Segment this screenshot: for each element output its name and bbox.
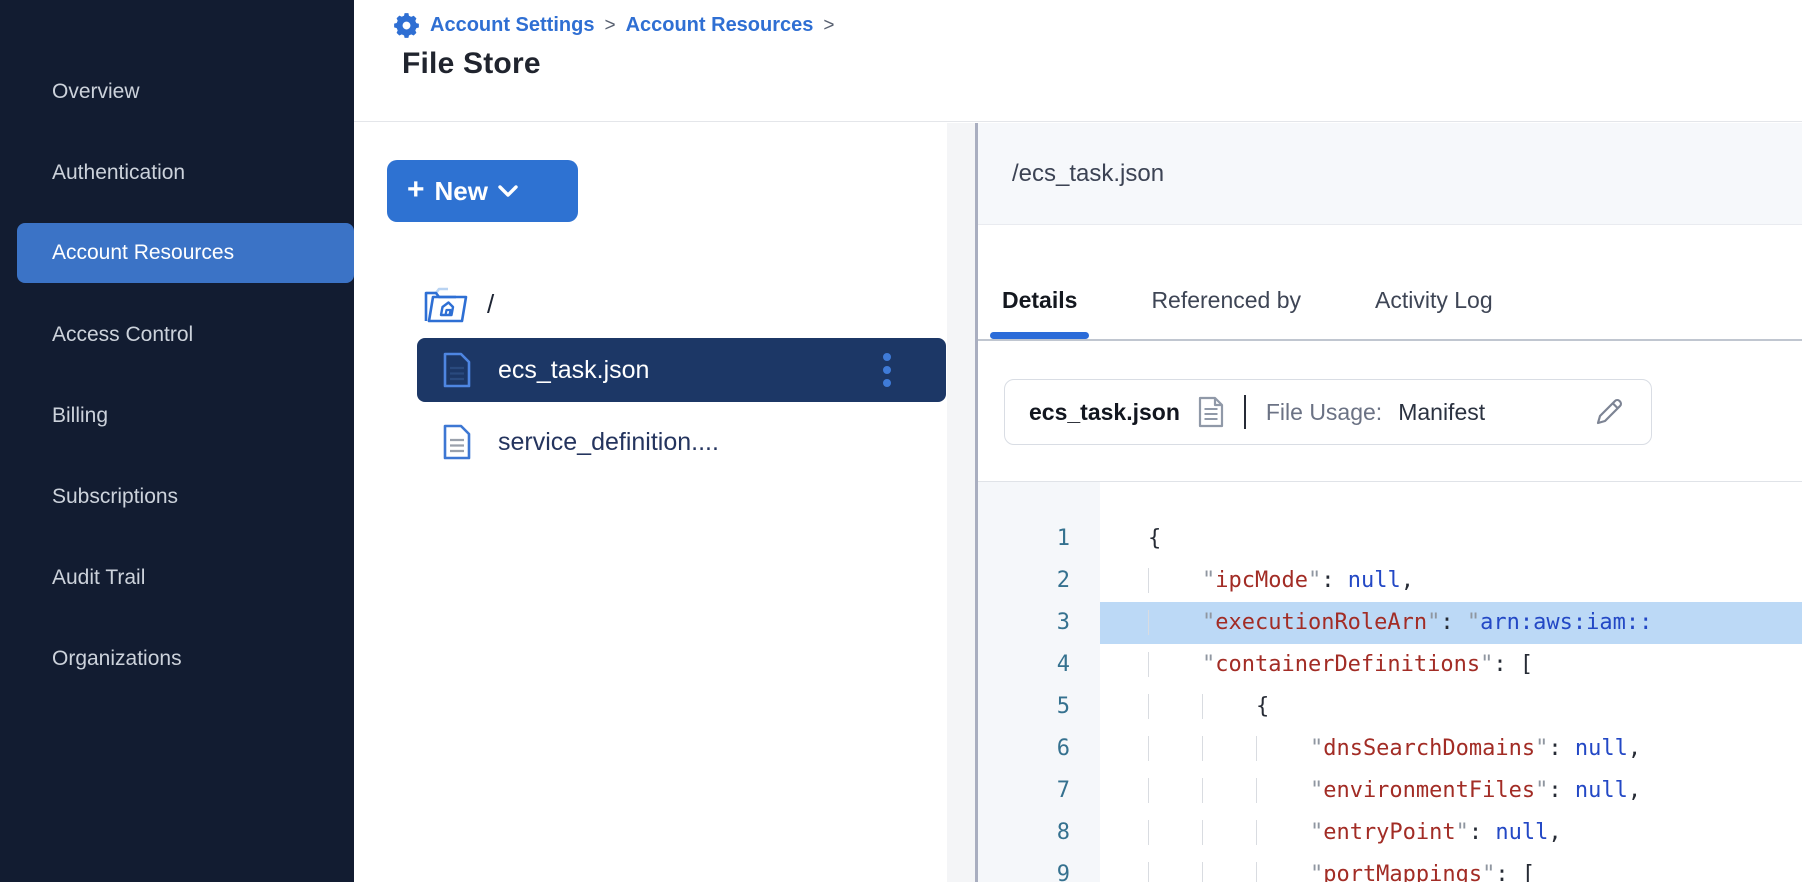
code-text: "environmentFiles": null, (1100, 770, 1802, 812)
file-list: ecs_task.json service_definition.... (354, 338, 947, 472)
line-number: 2 (1056, 568, 1070, 593)
tab-referenced-by[interactable]: Referenced by (1151, 287, 1302, 313)
file-icon (443, 352, 471, 388)
sidebar-item-label: Access Control (52, 322, 194, 346)
plus-icon: + (407, 172, 425, 206)
file-name: ecs_task.json (498, 355, 650, 384)
gear-icon (394, 13, 419, 38)
line-number: 7 (1056, 778, 1070, 803)
sidebar-item-audit-trail[interactable]: Audit Trail (0, 537, 354, 618)
page-header: Account Settings > Account Resources > File… (354, 0, 1802, 122)
code-line: 4 "containerDefinitions": [ (978, 644, 1802, 686)
sidebar-item-label: Audit Trail (52, 565, 146, 589)
file-info-box: ecs_task.json File Usage: Manifest (1004, 379, 1652, 445)
sidebar-item-label: Subscriptions (52, 484, 179, 508)
file-name: service_definition.... (498, 427, 719, 456)
sidebar-item-billing[interactable]: Billing (0, 375, 354, 456)
document-icon (1198, 396, 1223, 428)
code-line: 2 "ipcMode": null, (978, 560, 1802, 602)
line-number: 4 (1056, 652, 1070, 677)
breadcrumb: Account Settings > Account Resources > (354, 0, 1802, 39)
line-number: 8 (1056, 820, 1070, 845)
sidebar-item-label: Account Resources (52, 241, 235, 264)
tab-activity-log[interactable]: Activity Log (1375, 287, 1493, 313)
file-usage-label: File Usage: (1265, 398, 1383, 425)
sidebar-item-organizations[interactable]: Organizations (0, 618, 354, 699)
scrollbar-gutter[interactable] (947, 123, 975, 882)
breadcrumb-separator: > (823, 14, 835, 36)
code-line: 3 "executionRoleArn": "arn:aws:iam:: (978, 602, 1802, 644)
line-number: 9 (1056, 862, 1070, 882)
code-line: 5 { (978, 686, 1802, 728)
sidebar-item-label: Billing (52, 403, 109, 427)
sidebar-item-label: Organizations (52, 646, 182, 670)
code-line: 1 { (978, 518, 1802, 560)
sidebar-item-label: Authentication (52, 160, 186, 184)
sidebar-item-subscriptions[interactable]: Subscriptions (0, 456, 354, 537)
code-text: "portMappings": [ (1100, 854, 1802, 882)
tab-details[interactable]: Details (989, 285, 1090, 339)
code-line: 9 "portMappings": [ (978, 854, 1802, 882)
file-detail-panel: /ecs_task.json Details Referenced by Activ… (978, 123, 1802, 882)
pencil-icon (1596, 398, 1623, 425)
kebab-menu-icon[interactable] (872, 348, 902, 392)
code-text: "dnsSearchDomains": null, (1100, 728, 1802, 770)
code-text: "ipcMode": null, (1100, 560, 1802, 602)
code-viewer[interactable]: 1 { 2 "ipcMode": null, 3 "executionRoleA… (978, 481, 1802, 882)
code-lines: 1 { 2 "ipcMode": null, 3 "executionRoleA… (978, 518, 1802, 882)
panel-divider (975, 123, 978, 882)
file-path: /ecs_task.json (1012, 159, 1165, 187)
file-store-panel: + New / ecs_task.json service_defini (354, 123, 947, 882)
sidebar-item-label: Overview (52, 79, 140, 103)
page-title: File Store (402, 47, 541, 80)
new-button-label: New (434, 175, 488, 206)
file-row[interactable]: service_definition.... (417, 412, 946, 472)
line-number-gutter (978, 482, 1100, 882)
code-text: "containerDefinitions": [ (1100, 644, 1802, 686)
code-text: { (1148, 526, 1162, 551)
file-info-name: ecs_task.json (1029, 398, 1180, 425)
folder-root-row[interactable]: / (423, 284, 947, 324)
line-number: 5 (1056, 694, 1070, 719)
separator-bar (1243, 395, 1246, 429)
sidebar-item-authentication[interactable]: Authentication (0, 132, 354, 213)
breadcrumb-link[interactable]: Account Resources (625, 14, 814, 36)
root-folder-label: / (487, 288, 495, 319)
file-path-header: /ecs_task.json (978, 123, 1802, 225)
edit-usage-button[interactable] (1591, 394, 1627, 430)
breadcrumb-link[interactable]: Account Settings (430, 14, 595, 36)
line-number: 6 (1056, 736, 1070, 761)
file-usage-value: Manifest (1398, 398, 1486, 425)
home-folder-icon (424, 287, 468, 323)
chevron-down-icon (498, 184, 518, 197)
sidebar-item-overview[interactable]: Overview (0, 51, 354, 132)
tab-bar-rule (978, 339, 1802, 341)
file-icon (443, 424, 471, 460)
code-text: { (1100, 686, 1802, 728)
new-button[interactable]: + New (387, 160, 578, 222)
line-number: 1 (1056, 526, 1070, 551)
code-line: 8 "entryPoint": null, (978, 812, 1802, 854)
code-text: "executionRoleArn": "arn:aws:iam:: (1100, 602, 1802, 644)
code-line: 6 "dnsSearchDomains": null, (978, 728, 1802, 770)
file-row[interactable]: ecs_task.json (417, 338, 946, 402)
sidebar-item-access-control[interactable]: Access Control (0, 294, 354, 375)
code-line: 7 "environmentFiles": null, (978, 770, 1802, 812)
breadcrumb-separator: > (604, 14, 616, 36)
tab-bar: Details Referenced by Activity Log (978, 225, 1802, 339)
code-text: "entryPoint": null, (1100, 812, 1802, 854)
sidebar-item-account-resources[interactable]: Account Resources (17, 223, 354, 283)
line-number: 3 (1056, 610, 1070, 635)
